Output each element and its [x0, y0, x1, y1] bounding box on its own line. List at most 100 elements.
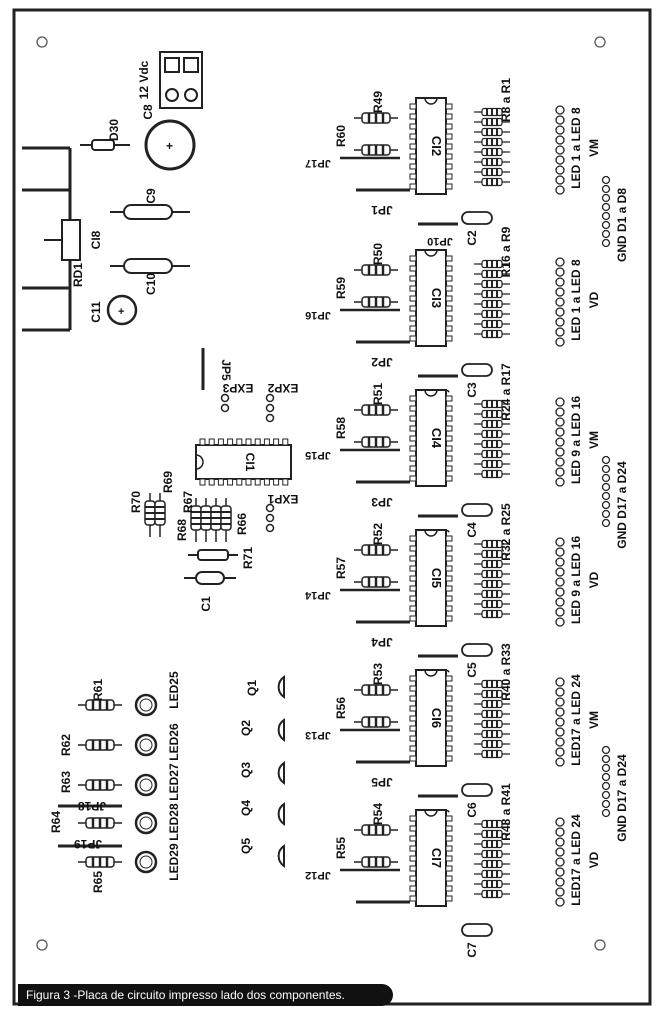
ic-pin	[445, 895, 453, 902]
led-hole	[555, 447, 565, 457]
column-capacitor-label: C5	[465, 662, 479, 678]
network-resistor	[474, 157, 510, 167]
transistor-outline	[277, 802, 285, 826]
network-resistor	[474, 839, 510, 849]
led-color-label: VM	[587, 711, 601, 729]
transistor-outline	[277, 761, 285, 785]
ic-pin	[409, 173, 417, 180]
network-resistor	[474, 609, 510, 619]
network-resistor	[474, 709, 510, 719]
column-capacitor-label: C2	[465, 230, 479, 246]
ic-label: CI6	[429, 708, 444, 728]
network-resistor	[474, 739, 510, 749]
led-hole	[555, 105, 565, 115]
gnd-hole	[601, 491, 611, 501]
network-resistor	[474, 879, 510, 889]
ic-pin	[409, 585, 417, 592]
led-outline	[134, 850, 158, 874]
column-bottom-jumper-label: JP2	[371, 355, 393, 369]
led-outline-inner	[139, 698, 153, 712]
led-hole	[555, 397, 565, 407]
led-hole	[555, 587, 565, 597]
network-resistor	[474, 177, 510, 187]
ic-pin	[445, 535, 453, 542]
c1-capacitor	[184, 571, 236, 585]
ic-pin	[445, 845, 453, 852]
ic-pin	[409, 285, 417, 292]
ic-pin	[445, 295, 453, 302]
r65-label: R65	[91, 871, 105, 893]
r66-label: R66	[235, 513, 249, 535]
c1-label: C1	[199, 596, 213, 612]
ic-pin	[445, 325, 453, 332]
column-capacitor-label: C7	[465, 942, 479, 958]
led-hole	[555, 677, 565, 687]
led-outline	[134, 733, 158, 757]
ic-pin	[409, 315, 417, 322]
d30-label: D30	[107, 119, 121, 141]
ic-pin	[409, 575, 417, 582]
network-resistor-label: R32 a R25	[499, 503, 513, 561]
gnd-hole	[601, 193, 611, 203]
jp5-mid-label: JP5	[219, 359, 233, 381]
network-resistor	[474, 859, 510, 869]
power-label: 12 Vdc	[137, 60, 151, 99]
network-resistor	[474, 599, 510, 609]
led-hole	[555, 817, 565, 827]
ci1-label: CI1	[243, 453, 257, 472]
led-hole	[555, 427, 565, 437]
ic-pin	[409, 895, 417, 902]
ic-pin	[445, 285, 453, 292]
network-resistor	[474, 749, 510, 759]
ic-pin	[445, 123, 453, 130]
led-hole	[555, 185, 565, 195]
r67-label: R67	[181, 491, 195, 513]
ic-pin	[409, 445, 417, 452]
ic-pin	[409, 695, 417, 702]
column-capacitor	[461, 363, 493, 377]
led-range-label: LED 1 a LED 8	[569, 107, 583, 189]
network-resistor	[474, 889, 510, 899]
column-jp-resistor	[354, 144, 398, 156]
ic-pin	[445, 475, 453, 482]
ic-pin	[409, 475, 417, 482]
c11-label: C11	[89, 301, 103, 323]
network-resistor	[474, 569, 510, 579]
led-hole	[555, 547, 565, 557]
ic-pin	[409, 675, 417, 682]
column-top-resistor	[354, 404, 398, 416]
network-resistor	[474, 319, 510, 329]
exp1-label: EXP1	[267, 492, 298, 506]
gnd-hole	[601, 220, 611, 230]
column-side-jumper-label: JP16	[305, 309, 331, 321]
ic-pin	[409, 755, 417, 762]
gnd-hole	[601, 175, 611, 185]
gnd-hole	[601, 799, 611, 809]
ic-pin	[409, 133, 417, 140]
column-top-resistor-label: R52	[371, 523, 385, 545]
network-resistor	[474, 449, 510, 459]
ic-pin	[445, 315, 453, 322]
led-hole	[555, 327, 565, 337]
column-capacitor-label: C6	[465, 802, 479, 818]
network-resistor-label: R8 a R1	[499, 78, 513, 122]
ic-notch	[424, 809, 438, 817]
ic-pin	[445, 565, 453, 572]
network-resistor	[474, 439, 510, 449]
gnd-hole	[601, 745, 611, 755]
ic-pin	[409, 855, 417, 862]
network-resistor	[474, 137, 510, 147]
ic-notch	[424, 249, 438, 257]
gnd1-label: GND D1 a D8	[615, 188, 629, 262]
led-hole	[555, 597, 565, 607]
exp-connectors	[220, 393, 275, 533]
led-hole	[555, 607, 565, 617]
ic-pin	[445, 415, 453, 422]
led-hole	[555, 257, 565, 267]
network-resistor	[474, 409, 510, 419]
led-hole	[555, 267, 565, 277]
column-bottom-jumper-label: JP5	[371, 775, 393, 789]
ic-pin	[409, 425, 417, 432]
ic-pin	[445, 465, 453, 472]
